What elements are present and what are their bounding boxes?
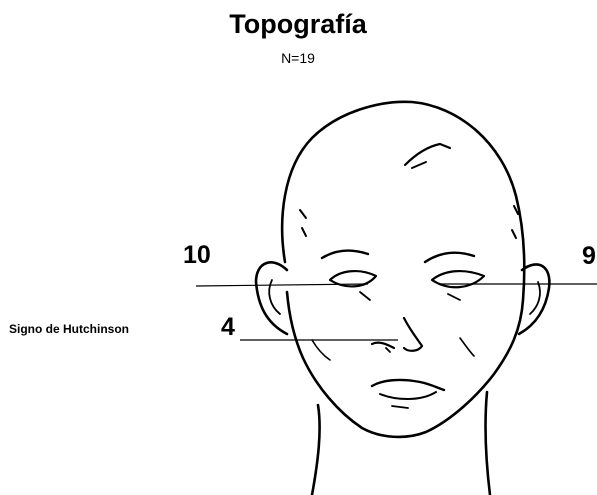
- neck-right: [486, 392, 490, 495]
- head-outline: [282, 102, 524, 437]
- nose-count: 4: [221, 315, 235, 340]
- left-eye-count: 10: [183, 243, 211, 268]
- right-eye: [432, 271, 484, 287]
- right-eye-count: 9: [582, 244, 596, 269]
- left-ear: [256, 262, 287, 334]
- left-eyebrow: [322, 251, 368, 258]
- right-eyebrow: [425, 253, 474, 262]
- hutchinson-sign-label: Signo de Hutchinson: [9, 322, 129, 336]
- mouth: [372, 380, 444, 390]
- nose: [372, 318, 422, 351]
- neck-left: [312, 405, 320, 495]
